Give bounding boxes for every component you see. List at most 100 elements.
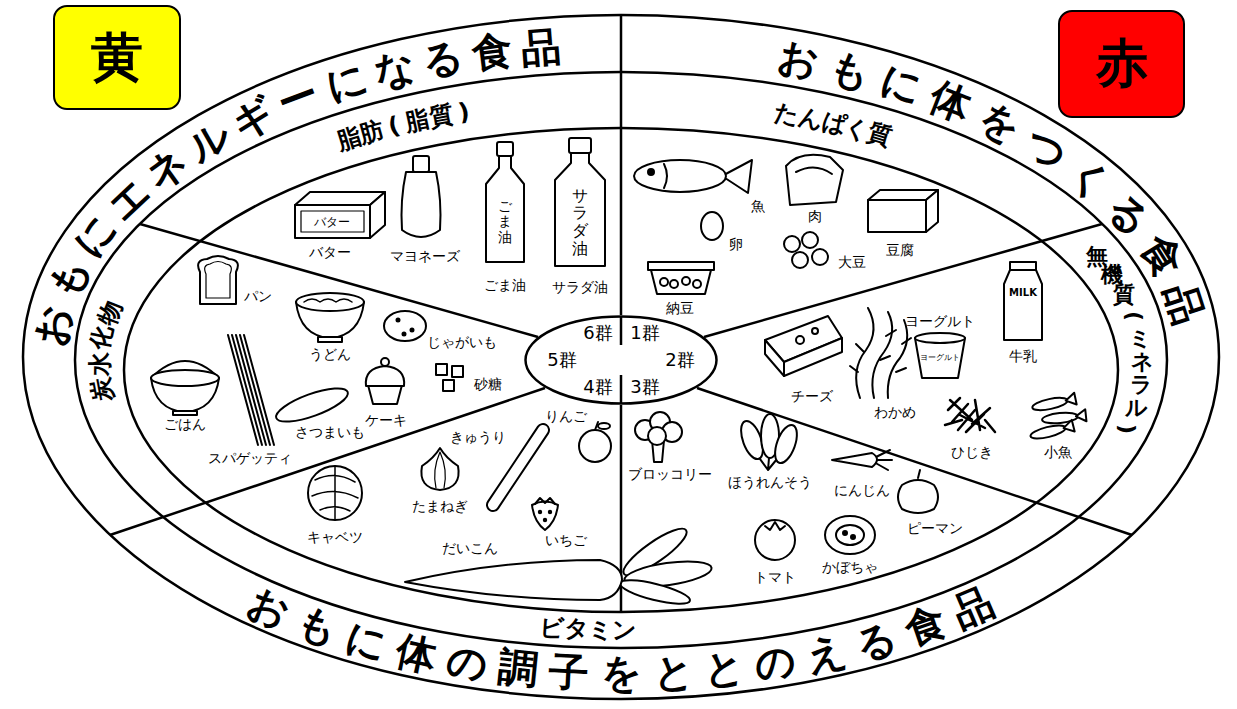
glyph: ラ xyxy=(1130,374,1152,396)
glyph: に xyxy=(66,208,122,264)
package-text: バター xyxy=(314,215,350,229)
tomato-icon xyxy=(755,520,795,560)
glyph: ネ xyxy=(138,140,194,196)
hijiki-icon xyxy=(945,398,995,432)
glyph: 質 xyxy=(427,102,455,130)
milk-icon xyxy=(1004,270,1042,340)
spaghetti-icon xyxy=(232,335,262,445)
glyph: と xyxy=(652,651,694,693)
food-label: スパゲッティ xyxy=(208,450,292,467)
potato-icon xyxy=(384,311,426,341)
glyph: も xyxy=(826,46,874,94)
udon-icon xyxy=(318,337,342,342)
potato-icon xyxy=(403,333,406,336)
nutrient-label: 脂肪(脂質) xyxy=(331,94,483,157)
glyph: る xyxy=(851,616,900,665)
natto-icon xyxy=(660,278,668,286)
soybean-icon xyxy=(812,249,828,265)
strawberry-icon xyxy=(532,502,558,531)
spaghetti-icon xyxy=(240,335,270,445)
wheel-outline xyxy=(23,15,1219,699)
package-text: ヨーグルト xyxy=(920,353,960,363)
nutrient-label: 無機質(ミネラル) xyxy=(1081,241,1159,446)
glyph: ミ xyxy=(588,618,612,642)
udon-icon xyxy=(296,293,364,342)
butter-icon xyxy=(370,192,385,238)
food-label: じゃがいも xyxy=(427,334,497,351)
milk-icon xyxy=(1010,262,1036,270)
glyph: ミ xyxy=(1129,328,1151,350)
food-label: にんじん xyxy=(834,482,890,499)
cheese-icon xyxy=(765,340,784,376)
spaghetti-icon xyxy=(244,335,274,445)
potato-icon xyxy=(411,329,414,332)
food-label: チーズ xyxy=(791,388,833,405)
glyph: の xyxy=(752,639,798,685)
glyph: ル xyxy=(181,113,236,168)
glyph: の xyxy=(444,639,490,685)
bread-icon xyxy=(198,256,238,304)
glyph: 質 xyxy=(1113,284,1135,306)
tofu-icon xyxy=(868,200,926,232)
glyph: お xyxy=(29,302,76,349)
cupcake-icon xyxy=(381,358,389,366)
apple-icon xyxy=(579,422,611,462)
spinach-icon xyxy=(737,414,802,470)
color-tag-text: 黄 xyxy=(91,29,143,86)
natto-icon xyxy=(648,262,714,294)
glyph: な xyxy=(370,45,418,93)
ring-heading: おもに体をつくる食品 xyxy=(768,29,1215,334)
fish-icon xyxy=(634,160,726,192)
wheel-outline xyxy=(697,388,1132,535)
glyph: を xyxy=(973,96,1026,149)
tomato-icon xyxy=(755,520,795,560)
hub-divider xyxy=(620,375,623,404)
food-label: ピーマン xyxy=(907,520,963,537)
sugar-icon xyxy=(443,380,454,391)
strawberry-icon xyxy=(535,498,555,504)
food-label: うどん xyxy=(309,346,351,363)
glyph: 体 xyxy=(393,629,440,676)
cupcake-icon xyxy=(366,366,404,386)
glyph: 子 xyxy=(548,651,590,693)
sweet-potato-icon xyxy=(273,382,352,429)
salad-oil-icon xyxy=(555,138,605,266)
sesame-oil-icon xyxy=(497,142,513,156)
salad-oil-icon xyxy=(569,138,591,153)
small-fish-icon xyxy=(1075,409,1086,422)
food-label: サラダ油 xyxy=(552,279,608,296)
fish-icon xyxy=(664,164,667,188)
food-label: ブロッコリー xyxy=(628,466,712,483)
pumpkin-icon xyxy=(836,525,864,545)
spaghetti-icon xyxy=(228,335,274,445)
glyph: ( xyxy=(1123,305,1145,327)
glyph: も xyxy=(41,252,94,305)
soybean-icon xyxy=(784,236,800,252)
udon-icon xyxy=(304,299,352,302)
wheel-outline xyxy=(140,224,538,337)
glyph: 調 xyxy=(496,646,540,690)
glyph: る xyxy=(1101,186,1158,243)
rice-icon xyxy=(151,361,219,415)
sugar-icon xyxy=(436,364,447,375)
wheel-outline xyxy=(620,15,623,315)
glyph: ー xyxy=(273,73,325,125)
cabbage-icon xyxy=(308,466,362,520)
pumpkin-icon xyxy=(851,535,855,539)
strawberry-icon xyxy=(544,519,546,521)
butter-icon xyxy=(295,192,385,238)
carrot-icon xyxy=(832,453,877,467)
glyph: 水 xyxy=(87,352,111,376)
fish-icon xyxy=(648,169,654,175)
glyph: 食 xyxy=(1134,228,1189,283)
glyph: 化 xyxy=(88,324,116,352)
hub-divider xyxy=(620,317,623,346)
food-label: りんご xyxy=(545,408,587,425)
glyph: 体 xyxy=(925,75,977,127)
natto-icon xyxy=(670,280,678,288)
glyph: ン xyxy=(612,618,636,642)
wakame-icon xyxy=(850,330,911,372)
package-text: ごま油 xyxy=(498,199,512,245)
soybean-icon xyxy=(792,252,808,268)
